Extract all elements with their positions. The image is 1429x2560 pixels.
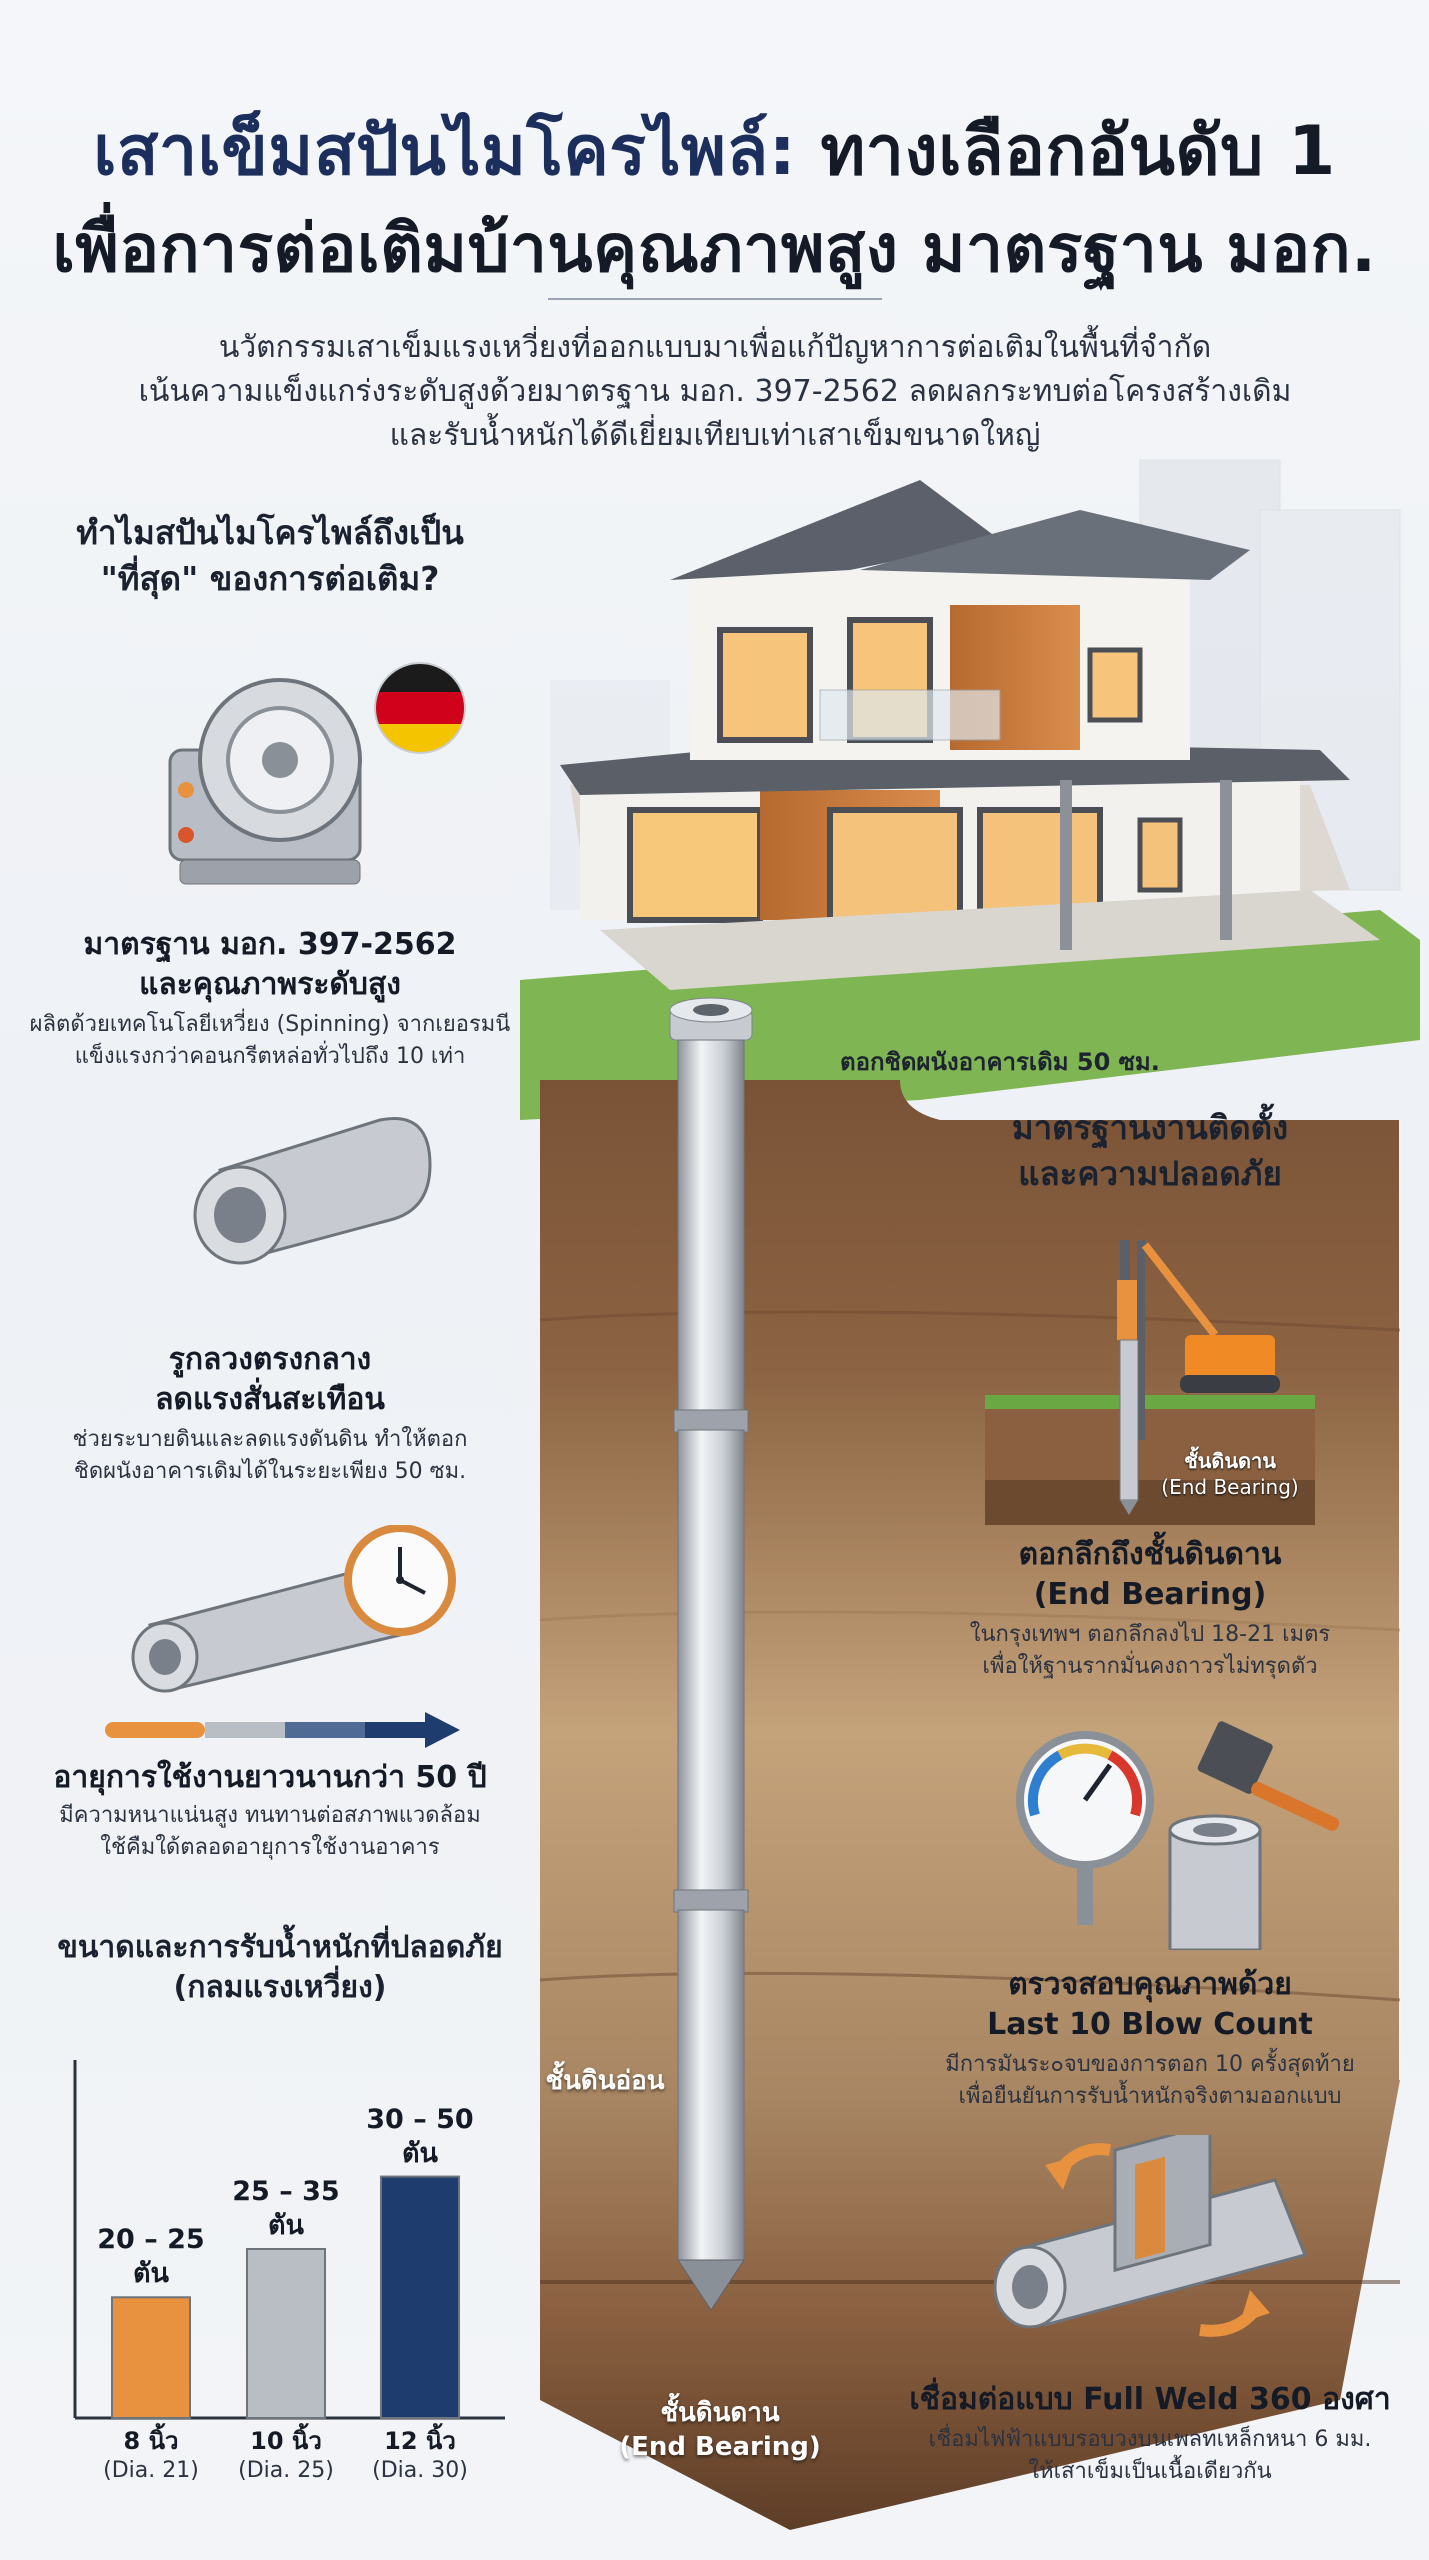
x-tick-sub: (Dia. 25) xyxy=(238,2458,334,2483)
feature-desc: เชื่อมไฟฟ้าแบบรอบวงบนเพลทเหล็กหนา 6 มม. xyxy=(928,2427,1372,2452)
right-section-title-line1: มาตรฐานงานติดตั้ง xyxy=(1011,1108,1289,1147)
spinning-machine-icon xyxy=(168,678,362,885)
feature-desc: เพื่อยืนยันการรับน้ำหนักจริงตามออกแบบ xyxy=(958,2084,1342,2109)
chart-bar xyxy=(111,2296,191,2419)
clock-icon xyxy=(344,1525,456,1636)
feature-end-bearing: ตอกลึกถึงชั้นดินดาน (End Bearing) ในกรุง… xyxy=(895,1535,1405,1683)
chart-title: ขนาดและการรับน้ำหนักที่ปลอดภัย (กลมแรงเห… xyxy=(20,1928,540,2008)
subtitle-line: นวัตกรรมเสาเข็มแรงเหวี่ยงที่ออกแบบมาเพื่… xyxy=(218,330,1212,365)
bar-value-unit: ตัน xyxy=(402,2137,438,2169)
feature-title: รูกลวงตรงกลาง xyxy=(168,1342,372,1377)
x-tick-category: 12 นิ้ว xyxy=(384,2427,456,2455)
inset-hard-soil-label: ชั้นดินดาน (End Bearing) xyxy=(1130,1448,1330,1500)
bar-value-range: 20 – 25 xyxy=(97,2224,205,2256)
right-section-title: มาตรฐานงานติดตั้ง และความปลอดภัย xyxy=(905,1105,1395,1197)
title-highlight: เสาเข็มสปันไมโครไพล์: xyxy=(93,112,797,191)
x-tick-sub: (Dia. 30) xyxy=(372,2458,468,2483)
chart-title-line2: (กลมแรงเหวี่ยง) xyxy=(173,1970,387,2005)
feature-title: (End Bearing) xyxy=(1033,1577,1267,1612)
chart-bar xyxy=(246,2248,326,2419)
blow-count-icon xyxy=(1016,1721,1340,1950)
feature-hollow-core: รูกลวงตรงกลาง ลดแรงสั่นสะเทือน ช่วยระบาย… xyxy=(20,1340,520,1488)
feature-title: อายุการใช้งานยาวนานกว่า 50 ปี xyxy=(53,1760,487,1795)
hard-soil-line2: (End Bearing) xyxy=(619,2432,821,2462)
feature-title: เชื่อมต่อแบบ Full Weld 360 องศา xyxy=(909,2382,1391,2417)
feature-desc: ใช้คืมใด้ตลอดอายุการใช้งานอาคาร xyxy=(100,1835,440,1860)
spun-micro-pile xyxy=(669,997,753,2311)
pile-driver-icon xyxy=(985,1240,1315,1525)
feature-title: มาตรฐาน มอก. 397-2562 xyxy=(83,927,457,962)
soft-soil-label: ชั้นดินอ่อน xyxy=(545,2066,665,2096)
rotate-arrow-icon xyxy=(1045,2157,1075,2190)
feature-desc: มีการมันระ๐จบของการตอก 10 ครั้งสุดท้าย xyxy=(945,2052,1355,2077)
subtitle-line: และรับน้ำหนักได้ดีเยี่ยมเทียบเท่าเสาเข็ม… xyxy=(389,418,1041,453)
inset-label-line2: (End Bearing) xyxy=(1161,1475,1299,1499)
modern-house xyxy=(560,480,1380,990)
inset-label-line1: ชั้นดินดาน xyxy=(1184,1449,1276,1473)
left-section-title-line2: "ที่สุด" ของการต่อเติม? xyxy=(100,559,440,598)
bar-value-unit: ตัน xyxy=(133,2258,169,2290)
chart-title-line1: ขนาดและการรับน้ำหนักที่ปลอดภัย xyxy=(57,1930,503,1965)
hard-soil-line1: ชั้นดินดาน xyxy=(660,2398,780,2428)
right-section-title-line2: และความปลอดภัย xyxy=(1018,1154,1282,1193)
timeline-arrow-icon xyxy=(105,1712,460,1748)
feature-desc: ช่วยระบายดินและลดแรงดันดิน ทำให้ตอก xyxy=(72,1427,468,1452)
x-tick-label: 12 นิ้ว (Dia. 30) xyxy=(340,2426,500,2486)
x-tick-category: 8 นิ้ว xyxy=(123,2427,179,2455)
load-capacity-chart xyxy=(73,2060,505,2420)
hard-soil-label: ชั้นดินดาน (End Bearing) xyxy=(600,2396,840,2464)
hammer-icon xyxy=(1197,1721,1340,1831)
page-title-line2: เพื่อการต่อเติมบ้านคุณภาพสูง มาตรฐาน มอก… xyxy=(52,210,1377,287)
full-weld-icon xyxy=(993,2135,1308,2337)
bar-value-unit: ตัน xyxy=(268,2210,304,2241)
x-tick-label: 10 นิ้ว (Dia. 25) xyxy=(206,2426,366,2486)
feature-title: และคุณภาพระดับสูง xyxy=(139,967,401,1002)
left-section-title: ทำไมสปันไมโครไพล์ถึงเป็น "ที่สุด" ของการ… xyxy=(40,510,500,602)
caption-adjacent-wall: ตอกชิดผนังอาคารเดิม 50 ซม. xyxy=(840,1048,1160,1076)
feature-lifetime: อายุการใช้งานยาวนานกว่า 50 ปี มีความหนาแ… xyxy=(20,1758,520,1864)
page-title-line1: เสาเข็มสปันไมโครไพล์: ทางเลือกอันดับ 1 xyxy=(0,96,1429,204)
bar-value-range: 25 – 35 xyxy=(232,2176,340,2207)
feature-blow-count: ตรวจสอบคุณภาพด้วย Last 10 Blow Count มีก… xyxy=(895,1965,1405,2113)
left-section-title-line1: ทำไมสปันไมโครไพล์ถึงเป็น xyxy=(76,513,464,552)
subtitle: นวัตกรรมเสาเข็มแรงเหวี่ยงที่ออกแบบมาเพื่… xyxy=(90,326,1340,458)
feature-title: Last 10 Blow Count xyxy=(987,2007,1313,2042)
feature-desc: ชิดผนังอาคารเดิมได้ในระยะเพียง 50 ซม. xyxy=(73,1459,467,1484)
feature-standard: มาตรฐาน มอก. 397-2562 และคุณภาพระดับสูง … xyxy=(20,925,520,1073)
feature-desc: มีความหนาแน่นสูง ทนทานต่อสภาพแวดล้อม xyxy=(59,1803,481,1828)
feature-desc: ในกรุงเทพฯ ตอกลึกลงไป 18-21 เมตร xyxy=(969,1622,1331,1647)
subtitle-line: เน้นความแข็งแกร่งระดับสูงด้วยมาตรฐาน มอก… xyxy=(138,374,1292,409)
x-tick-sub: (Dia. 21) xyxy=(103,2458,199,2483)
feature-desc: แข็งแรงกว่าคอนกรีตหล่อทั่วไปถึง 10 เท่า xyxy=(74,1044,466,1069)
x-tick-category: 10 นิ้ว xyxy=(250,2427,322,2455)
bar-value-range: 30 – 50 xyxy=(366,2103,474,2135)
chart-bar xyxy=(380,2175,460,2419)
x-tick-label: 8 นิ้ว (Dia. 21) xyxy=(71,2426,231,2486)
feature-desc: ให้เสาเข็มเป็นเนื้อเดียวกัน xyxy=(1028,2459,1272,2484)
pipe-clock-icon xyxy=(131,1525,456,1693)
feature-title: ลดแรงสั่นสะเทือน xyxy=(155,1382,385,1417)
pressure-gauge-icon xyxy=(1016,1731,1154,1925)
feature-full-weld: เชื่อมต่อแบบ Full Weld 360 องศา เชื่อมไฟ… xyxy=(895,2380,1405,2488)
hollow-pipe-icon xyxy=(193,1117,432,1265)
german-flag-icon xyxy=(374,662,466,754)
title-rest: ทางเลือกอันดับ 1 xyxy=(796,112,1336,191)
feature-title: ตอกลึกถึงชั้นดินดาน xyxy=(1018,1537,1282,1572)
title-divider xyxy=(548,298,882,300)
feature-desc: ผลิตด้วยเทคโนโลยีเหวี่ยง (Spinning) จากเ… xyxy=(29,1012,511,1037)
feature-title: ตรวจสอบคุณภาพด้วย xyxy=(1008,1967,1292,2002)
feature-desc: เพื่อให้ฐานรากมั่นคงถาวรไม่ทรุดตัว xyxy=(982,1654,1318,1679)
